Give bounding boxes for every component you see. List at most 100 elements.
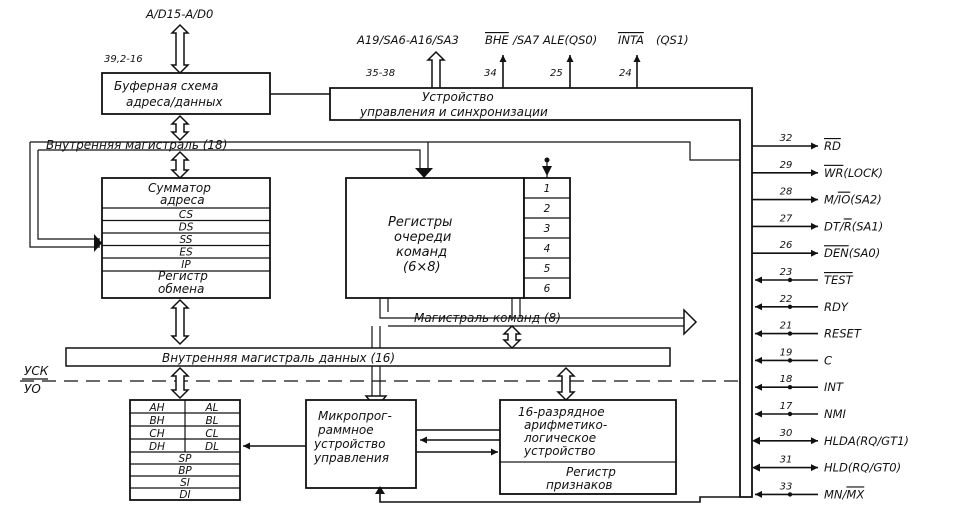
signal-mn-mx-label: MN/MX — [824, 487, 865, 501]
register-dl: DL — [205, 441, 219, 453]
ale-label: ALE(QS0) — [542, 33, 597, 47]
signal-nmi-label: NMI — [824, 407, 847, 421]
bhe-alt-label: /SA7 — [512, 33, 540, 47]
databus-alu-double-arrow — [556, 366, 576, 402]
control-title-2: управления и синхронизации — [359, 105, 548, 119]
register-bp: BP — [178, 465, 192, 477]
adder-title-1: Сумматор — [148, 181, 211, 195]
signal-mn-mx-node — [787, 492, 793, 497]
command-databus-double-arrow — [502, 324, 522, 350]
queue-title-3: команд — [396, 245, 447, 260]
adder-title-2: адреса — [160, 193, 205, 207]
segment-register-ip: IP — [181, 259, 191, 271]
micro-title-1: Микропрог- — [318, 409, 392, 423]
queue-cell-1: 1 — [544, 183, 551, 195]
bhe-pin: 34 — [484, 68, 497, 79]
queue-title-2: очереди — [394, 230, 451, 245]
register-sp: SP — [179, 453, 193, 465]
addr-status-label: A19/SA6-A16/SA3 — [356, 33, 459, 47]
signal-hlda-label: HLDA(RQ/GT1) — [824, 434, 909, 448]
queue-title-1: Регистры — [388, 215, 452, 230]
bhe-label: BHE — [485, 33, 510, 47]
address-data-buffer — [101, 72, 271, 115]
ad-bus-double-arrow — [170, 23, 190, 75]
adder-input-arrowhead — [94, 234, 102, 252]
inta-pin: 24 — [619, 68, 632, 79]
feedback-arrowhead — [375, 486, 385, 494]
micro-title-4: управления — [313, 451, 389, 465]
control-title-1: Устройство — [422, 90, 494, 104]
signal-test-node — [787, 277, 793, 283]
register-di: DI — [179, 489, 190, 501]
register-cl: CL — [205, 428, 218, 440]
signal-hlda-pin: 30 — [780, 428, 793, 439]
addr-pins-label: 35-38 — [366, 68, 395, 79]
signal-test-pin: 23 — [780, 267, 793, 278]
alu-title-1: 16-разрядное — [518, 405, 605, 419]
internal-bus-to-adder-bottom — [37, 150, 100, 240]
command-bus-arrowhead — [683, 308, 698, 336]
register-ah: AH — [148, 402, 164, 414]
internal-bus-to-adder-top — [29, 142, 100, 248]
signal-m-io-pin: 28 — [780, 187, 793, 198]
buffer-title-1: Буферная схема — [114, 79, 218, 93]
signal-rdy-pin: 22 — [780, 294, 793, 305]
queue-input-arrowhead — [415, 168, 433, 178]
ale-pin: 25 — [550, 68, 563, 79]
inta-label: INTA — [618, 33, 644, 47]
buffer-internal-double-arrow — [170, 114, 190, 142]
signal-wr-label: WR(LOCK) — [824, 166, 883, 180]
queue-cell-6: 6 — [544, 283, 551, 295]
queue-cell-2: 2 — [544, 203, 551, 215]
register-ch: CH — [149, 428, 164, 440]
alu-title-2: арифметико- — [524, 418, 607, 432]
segment-register-ss: SS — [180, 234, 193, 246]
signal-test-label: TEST — [824, 273, 854, 287]
signal-den-label: DEN(SA0) — [824, 246, 880, 260]
control-feedback-line — [379, 490, 740, 503]
internal-bus-line-top — [30, 141, 740, 161]
signal-reset-label: RESET — [824, 327, 862, 341]
control-signals: 32RD29WR(LOCK)28M/IO(SA2)27DT/R(SA1)26DE… — [752, 133, 909, 501]
signal-m-io-label: M/IO(SA2) — [824, 193, 882, 207]
signal-c-pin: 19 — [780, 347, 793, 358]
internal-bus-to-queue-left — [38, 149, 421, 170]
signal-c-label: C — [824, 353, 832, 367]
flags-title-2: признаков — [546, 478, 613, 492]
ad-pins-label: 39,2-16 — [104, 54, 143, 65]
signal-hld-arrowhead-in — [752, 463, 760, 472]
signal-dt-r-pin: 27 — [780, 213, 793, 224]
signal-hld-label: HLD(RQ/GT0) — [824, 461, 901, 475]
segment-register-es: ES — [179, 247, 193, 259]
databus-regs-double-arrow — [170, 366, 190, 400]
internal-data-bus — [65, 347, 671, 367]
signal-int-node — [787, 385, 793, 390]
micro-title-3: устройство — [313, 437, 385, 451]
queue-feed-arrowhead — [542, 166, 552, 176]
register-al: AL — [204, 402, 218, 414]
alu-title-3: логическое — [523, 431, 596, 445]
exchange-title-2: обмена — [158, 282, 204, 296]
segment-register-cs: CS — [179, 209, 194, 221]
signal-c-node — [787, 358, 793, 363]
uo-label: УО — [24, 382, 41, 396]
register-bl: BL — [205, 415, 218, 427]
inta-alt-label: (QS1) — [656, 33, 689, 47]
signal-dt-r-label: DT/R(SA1) — [824, 219, 883, 233]
signal-int-pin: 18 — [780, 374, 793, 385]
signal-int-label: INT — [824, 380, 844, 394]
queue-cell-5: 5 — [544, 263, 551, 275]
queue-feed-node — [544, 157, 550, 163]
flags-register — [499, 461, 677, 495]
signal-rdy-label: RDY — [824, 300, 849, 314]
queue-cell-4: 4 — [544, 243, 551, 255]
command-bus-bottom — [387, 298, 690, 327]
microprogram-control-unit — [305, 399, 417, 489]
segment-register-ds: DS — [179, 222, 194, 234]
signal-reset-pin: 21 — [780, 321, 793, 332]
usk-label: УСК — [24, 364, 49, 378]
